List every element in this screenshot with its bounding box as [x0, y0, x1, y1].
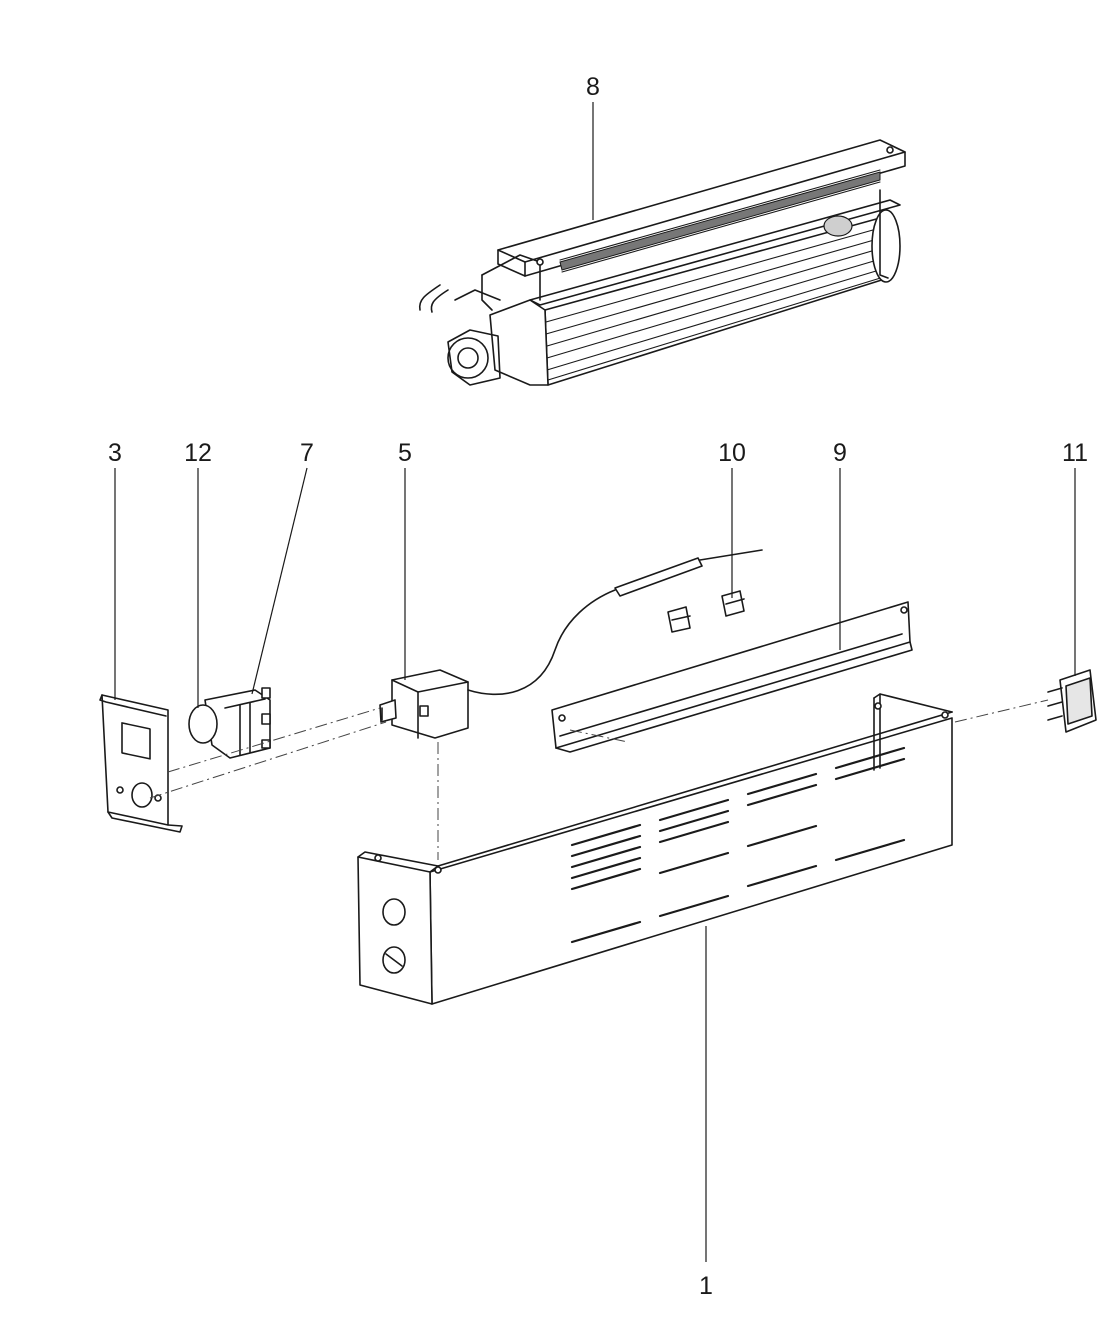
- callout-9: 9: [833, 439, 847, 467]
- housing-vent-slots: [570, 746, 906, 944]
- part-12-7-switch: [188, 687, 271, 759]
- callout-10: 10: [718, 439, 746, 467]
- part-8-fan-heater-assembly: [418, 139, 906, 386]
- leader-lines: [114, 102, 1076, 1262]
- callout-12: 12: [184, 439, 212, 467]
- callout-7: 7: [300, 439, 314, 467]
- callout-1: 1: [699, 1272, 713, 1300]
- part-5-thermostat: [379, 549, 763, 739]
- callout-11: 11: [1062, 439, 1088, 467]
- part-3-control-plate: [99, 694, 183, 833]
- part-9-bracket: [551, 601, 913, 753]
- callout-5: 5: [398, 439, 412, 467]
- part-11-power-socket: [1047, 669, 1097, 733]
- part-10-clips: [667, 590, 745, 633]
- part-1-housing: [357, 693, 953, 1005]
- callout-8: 8: [586, 73, 600, 101]
- assembly-center-lines: [149, 699, 1049, 860]
- callout-3: 3: [108, 439, 122, 467]
